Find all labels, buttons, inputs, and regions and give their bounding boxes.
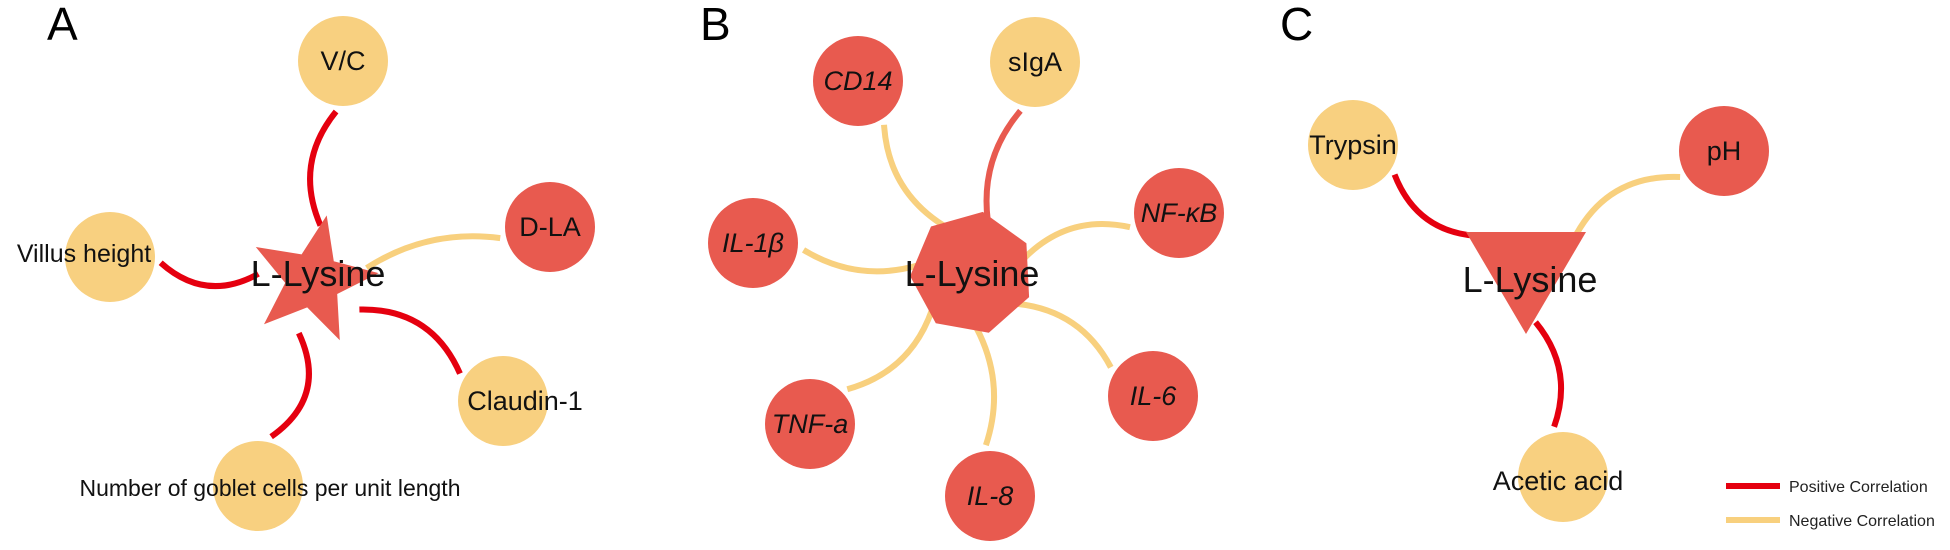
edge-positive: [269, 331, 312, 440]
hub-node[interactable]: L-Lysine: [251, 215, 386, 341]
node[interactable]: Villus height: [17, 212, 155, 302]
node-label: IL-6: [1130, 381, 1178, 411]
node-label: Acetic acid: [1493, 466, 1624, 496]
panel-letter-b: B: [700, 0, 731, 50]
node-circle: [945, 451, 1035, 541]
node-circle: [1308, 100, 1398, 190]
node-circle: [213, 441, 303, 531]
edge-positive: [983, 108, 1023, 221]
node[interactable]: IL-1β: [708, 198, 798, 288]
edge-negative: [881, 124, 946, 229]
node-circle: [708, 198, 798, 288]
hub-heptagon-shape: [910, 211, 1030, 333]
node[interactable]: sIgA: [990, 17, 1080, 107]
edge-negative: [973, 326, 998, 447]
node[interactable]: NF-κB: [1134, 168, 1224, 258]
hub-node[interactable]: L-Lysine: [1463, 232, 1598, 334]
node[interactable]: Claudin-1: [458, 356, 583, 446]
node-label: pH: [1707, 136, 1742, 166]
node[interactable]: IL-6: [1108, 351, 1198, 441]
node[interactable]: D-LA: [505, 182, 595, 272]
node-label: IL-8: [967, 481, 1014, 511]
hub-triangle-down-shape: [1466, 232, 1586, 334]
hub-label: L-Lysine: [1463, 259, 1598, 300]
hub-label: L-Lysine: [905, 253, 1040, 294]
node-label: sIgA: [1008, 47, 1062, 77]
node-circle: [1108, 351, 1198, 441]
edge-positive: [1391, 173, 1482, 240]
legend-item-positive: Positive Correlation: [1726, 479, 1928, 496]
legend-label: Positive Correlation: [1789, 479, 1928, 496]
edge-negative: [1017, 300, 1114, 369]
edge-positive: [158, 260, 260, 290]
node-label: Claudin-1: [467, 386, 583, 416]
node[interactable]: pH: [1679, 106, 1769, 196]
node[interactable]: IL-8: [945, 451, 1035, 541]
node-circle: [505, 182, 595, 272]
edge-positive: [359, 306, 463, 375]
node-circle: [1518, 432, 1608, 522]
edge-negative: [846, 309, 935, 393]
node-circle: [298, 16, 388, 106]
node-circle: [1134, 168, 1224, 258]
node-label: Villus height: [17, 240, 151, 268]
hubs-layer: L-Lysine L-Lysine L-Lysine: [251, 211, 1598, 341]
edge-positive: [1533, 320, 1565, 428]
node-label: CD14: [823, 66, 892, 96]
legend-item-negative: Negative Correlation: [1726, 513, 1935, 530]
edge-negative: [1022, 221, 1131, 260]
node-label: IL-1β: [722, 228, 784, 258]
panel-letter-a: A: [47, 0, 78, 50]
node-label: Number of goblet cells per unit length: [80, 475, 461, 501]
node[interactable]: TNF-a: [765, 379, 855, 469]
node-circle: [458, 356, 548, 446]
node-circle: [813, 36, 903, 126]
hub-star-shape: [255, 215, 379, 341]
node[interactable]: Number of goblet cells per unit length: [80, 441, 461, 531]
edge-negative: [365, 233, 501, 271]
node-label: Trypsin: [1309, 130, 1397, 160]
node-label: NF-κB: [1141, 198, 1218, 228]
node-circle: [1679, 106, 1769, 196]
panel-letters: A B C: [47, 0, 1313, 50]
edge-positive: [307, 109, 339, 227]
node-label: V/C: [320, 46, 365, 76]
panel-letter-c: C: [1280, 0, 1313, 50]
node[interactable]: Trypsin: [1308, 100, 1398, 190]
node-label: TNF-a: [772, 409, 849, 439]
node[interactable]: Acetic acid: [1493, 432, 1624, 522]
legend-label: Negative Correlation: [1789, 513, 1935, 530]
edge-negative: [1570, 173, 1681, 242]
hub-node[interactable]: L-Lysine: [905, 211, 1040, 333]
node[interactable]: V/C: [298, 16, 388, 106]
node-circle: [65, 212, 155, 302]
node-circle: [990, 17, 1080, 107]
edge-negative: [801, 247, 919, 275]
edges-layer: [158, 108, 1681, 447]
node-label: D-LA: [519, 212, 581, 242]
node[interactable]: CD14: [813, 36, 903, 126]
hub-label: L-Lysine: [251, 253, 386, 294]
node-circle: [765, 379, 855, 469]
